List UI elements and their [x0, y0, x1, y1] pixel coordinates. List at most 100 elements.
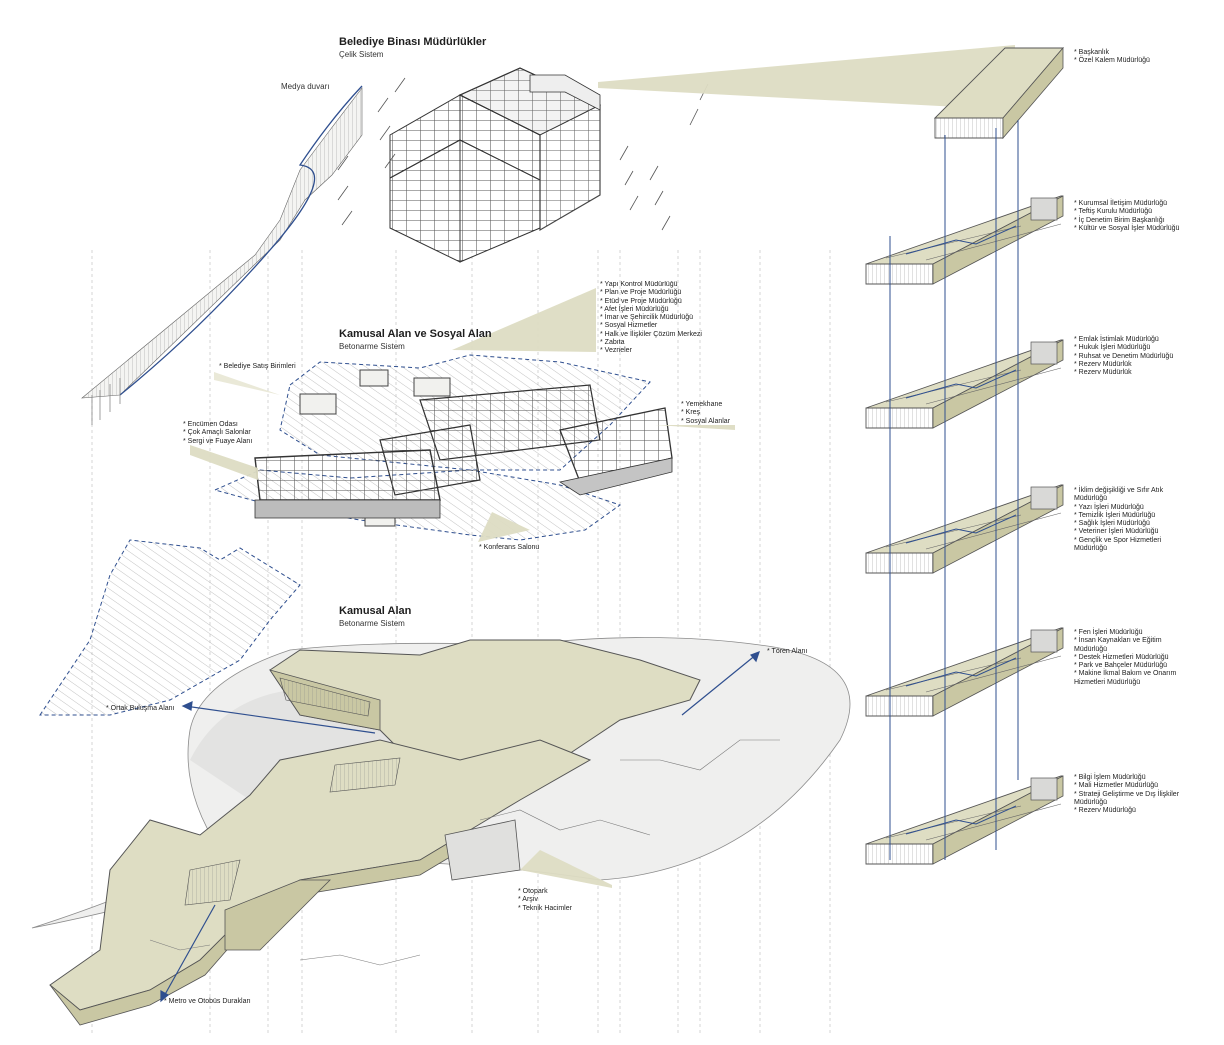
floor-slab-side [932, 484, 1064, 574]
note-line: * Afet İşleri Müdürlüğü [600, 305, 669, 313]
note-line: * Rezerv Müdürlük [1074, 369, 1132, 377]
media-wall [81, 85, 363, 425]
floor-slab-front [865, 552, 934, 574]
note-line: * Sosyal Alanlar [681, 417, 731, 425]
note-line: * Sağlık İşleri Müdürlüğü [1074, 520, 1150, 528]
stair-core [1030, 777, 1058, 801]
note-line: * Kreş [681, 409, 701, 417]
note-line: * Rezerv Müdürlük [1074, 360, 1132, 368]
note-line: * Zabıta [600, 339, 625, 347]
floor-plate [865, 484, 1064, 574]
floor-slab-front [865, 263, 934, 285]
note-line: * İç Denetim Birim Başkanlığı [1074, 216, 1165, 224]
note-line: * Destek Hizmetleri Müdürlüğü [1074, 653, 1169, 661]
note-line: * Emlak İstimlak Müdürlüğü [1074, 336, 1159, 343]
note-line: Müdürlüğü [1074, 798, 1108, 806]
note-line: * Konferans Salonu [479, 544, 540, 551]
note-line: * Temizlik İşleri Müdürlüğü [1074, 511, 1156, 519]
note-line: * Ruhsat ve Denetim Müdürlüğü [1074, 352, 1174, 360]
note-line: * Veteriner İşleri Müdürlüğü [1074, 528, 1159, 536]
note-line: * Belediye Satış Birimleri [219, 363, 296, 370]
note-line: * Makine İkmal Bakım ve Onarım [1074, 670, 1177, 678]
note-line: * Bilgi İşlem Müdürlüğü [1074, 774, 1146, 781]
note-line: * Yazı İşleri Müdürlüğü [1074, 503, 1144, 511]
steel-bracing-panels [337, 77, 709, 231]
metro-stop-label: * Metro ve Otobüs Durakları [164, 998, 251, 1005]
floor-slab-front [865, 407, 934, 429]
public-section-subtitle: Betonarme Sistem [339, 619, 405, 628]
note-line: * Etüd ve Proje Müdürlüğü [600, 297, 682, 305]
floor-plate [865, 339, 1064, 429]
floor-2-note: * Kurumsal İletişim Müdürlüğü* Teftiş Ku… [1074, 200, 1179, 233]
floor-plate [865, 195, 1064, 285]
floor-slab-side [1002, 46, 1064, 140]
note-line: * Çok Amaçlı Salonlar [183, 429, 251, 437]
stair-core [1030, 197, 1058, 221]
note-line: * Park ve Bahçeler Müdürlüğü [1074, 662, 1167, 670]
office-floor-stack [865, 46, 1064, 865]
floor-3-note: * Emlak İstimlak Müdürlüğü* Hukuk İşleri… [1074, 336, 1173, 377]
lower-hatched-area [39, 539, 301, 716]
floor-slab-front [865, 843, 934, 865]
conference-hall-note: * Konferans Salonu [479, 544, 539, 552]
note-line: Müdürlüğü [1074, 495, 1108, 503]
note-line: * Vezneler [600, 347, 632, 355]
parking-archive-note: * Otopark* Arşiv* Teknik Hacimler [518, 888, 572, 913]
note-line: * Otopark [518, 888, 548, 895]
note-line: Müdürlüğü [1074, 645, 1108, 653]
partition-lines [885, 223, 1062, 261]
steel-frame-structure [389, 67, 602, 263]
note-line: * Mali Hizmetler Müdürlüğü [1074, 782, 1159, 790]
stair-core [1030, 629, 1058, 653]
note-line: * Gençlik ve Spor Hizmetleri [1074, 536, 1162, 544]
note-line: * Teknik Hacimler [518, 904, 572, 912]
floor-5-note: * Fen İşleri Müdürlüğü* İnsan Kaynakları… [1074, 629, 1176, 687]
floor-slab-side [932, 339, 1064, 429]
floor-slab-side [932, 195, 1064, 285]
social-layer [213, 354, 673, 541]
note-line: * Yapı Kontrol Müdürlüğü [600, 281, 678, 288]
note-line: Hizmetleri Müdürlüğü [1074, 678, 1141, 686]
floor-slab-front [865, 695, 934, 717]
circulation-arrows [160, 650, 760, 1003]
note-line: * Plan ve Proje Müdürlüğü [600, 289, 682, 297]
social-section-title: Kamusal Alan ve Sosyal Alan [339, 328, 492, 340]
note-line: * Hukuk İşleri Müdürlüğü [1074, 344, 1151, 352]
partition-lines [885, 367, 1062, 405]
note-line: * İklim değişikliği ve Sıfır Atık [1074, 487, 1164, 494]
note-line: * Sosyal Hizmetler [600, 322, 658, 330]
floor-6-note: * Bilgi İşlem Müdürlüğü* Mali Hizmetler … [1074, 774, 1179, 815]
meeting-area-label: * Ortak Buluşma Alanı [106, 705, 175, 712]
note-line: * Başkanlık [1074, 49, 1110, 56]
media-wall-label: Medya duvarı [281, 82, 330, 91]
council-halls-note: * Encümen Odası* Çok Amaçlı Salonlar* Se… [183, 421, 252, 446]
floor-slab-side [932, 627, 1064, 717]
partition-lines [885, 803, 1062, 841]
note-line: * İnsan Kaynakları ve Eğitim [1074, 637, 1162, 645]
floor-plate [865, 627, 1064, 717]
steel-section-subtitle: Çelik Sistem [339, 50, 384, 59]
vertical-core-lines [889, 120, 1019, 860]
note-line: * Fen İşleri Müdürlüğü [1074, 629, 1143, 636]
structural-departments-note: * Yapı Kontrol Müdürlüğü* Plan ve Proje … [600, 281, 702, 356]
note-line: * Strateji Geliştirme ve Dış İlişkiler [1074, 790, 1180, 798]
floor-plate [865, 775, 1064, 865]
sales-units-note: * Belediye Satış Birimleri [219, 363, 296, 371]
partition-lines [885, 512, 1062, 550]
note-line: * Rezerv Müdürlüğü [1074, 807, 1136, 815]
note-line: * Halk ve İlişkiler Çözüm Merkezi [600, 330, 702, 338]
ceremony-area-label: * Tören Alanı [767, 648, 808, 655]
note-line: * Teftiş Kurulu Müdürlüğü [1074, 208, 1153, 216]
note-line: * Özel Kalem Müdürlüğü [1074, 57, 1150, 65]
steel-section-title: Belediye Binası Müdürlükler [339, 36, 487, 48]
floor-slab-side [932, 775, 1064, 865]
note-line: Müdürlüğü [1074, 545, 1108, 553]
note-line: * Yemekhane [681, 401, 723, 408]
public-layer [31, 637, 851, 1026]
stair-core [1030, 341, 1058, 365]
partition-lines [885, 655, 1062, 693]
floor-1-note: * Başkanlık* Özel Kalem Müdürlüğü [1074, 49, 1150, 66]
note-line: * Kültür ve Sosyal İşler Müdürlüğü [1074, 224, 1180, 232]
